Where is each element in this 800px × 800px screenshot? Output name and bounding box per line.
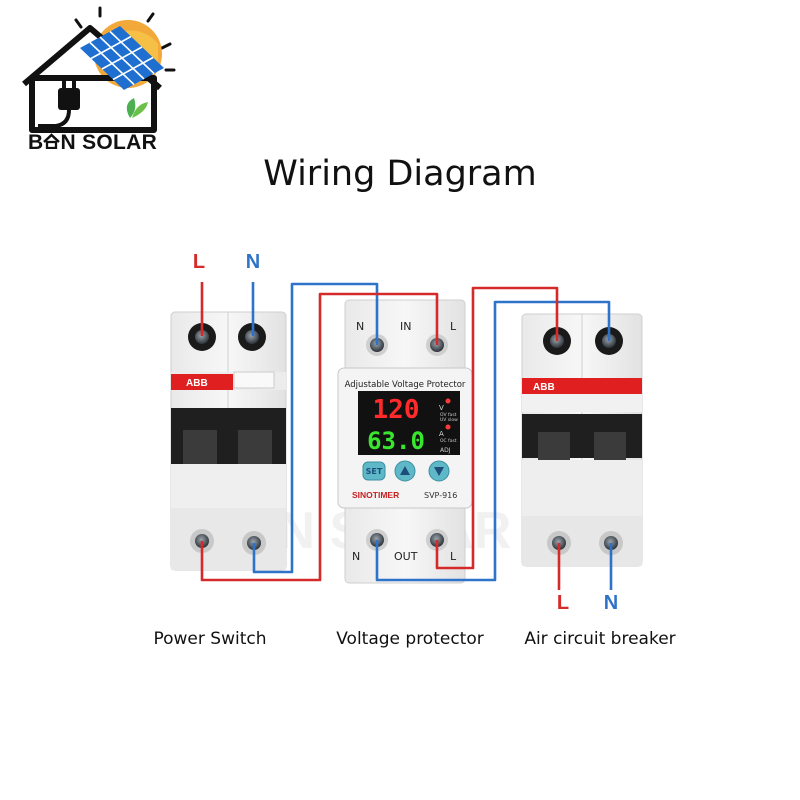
vp-up-button[interactable]: [394, 460, 416, 482]
wire-protector-neutral-to-breaker: [375, 300, 611, 582]
page-title: Wiring Diagram: [263, 154, 537, 194]
vp-bottom-label-l: L: [450, 550, 457, 563]
arrow-down-icon: [434, 467, 444, 476]
vp-brand: SINOTIMER: [352, 490, 399, 500]
bon-solar-logo: [22, 6, 176, 133]
vp-set-button[interactable]: SET: [362, 461, 386, 481]
vp-current-readout: 63.0: [367, 427, 425, 455]
svg-text:SET: SET: [366, 467, 383, 476]
caption-power-switch: Power Switch: [153, 629, 267, 649]
power-switch-label-n: N: [246, 251, 260, 273]
vp-side-oc: OC fast: [440, 438, 457, 444]
air-breaker-label-l: L: [557, 592, 569, 614]
solar-panel-icon: [80, 26, 164, 90]
vp-top-label-l: L: [450, 320, 457, 333]
wire-switch-live-to-protector: [200, 292, 439, 582]
air-circuit-breaker: ABB: [521, 313, 643, 567]
vp-top-label-in: IN: [400, 320, 411, 333]
sun-rays-icon: [74, 6, 176, 72]
power-switch-terminal-l-top: [188, 323, 216, 351]
abb-stripe: [171, 374, 233, 390]
vp-led-a: [445, 424, 451, 430]
air-breaker-label-n: N: [604, 592, 618, 614]
vp-voltage-readout: 120: [373, 395, 420, 425]
power-switch-terminal-n-top: [238, 323, 266, 351]
vp-side-uv: UV slow: [440, 417, 458, 423]
plug-icon: [38, 80, 80, 128]
vp-down-button[interactable]: [428, 460, 450, 482]
vp-led-v: [445, 398, 451, 404]
vp-header: Adjustable Voltage Protector: [345, 380, 466, 390]
arrow-up-icon: [400, 466, 410, 475]
vp-unit-a: A: [439, 430, 444, 438]
abb-logo: ABB: [186, 378, 208, 389]
abb-logo: ABB: [533, 382, 555, 393]
voltage-protector: N IN L Adjustable Voltage Protector 120 …: [337, 299, 473, 584]
power-switch: ABB: [170, 311, 287, 571]
leaf-icon: [126, 98, 148, 118]
vp-top-label-n: N: [356, 320, 364, 333]
abb-stripe: [522, 378, 642, 394]
caption-air-circuit-breaker: Air circuit breaker: [524, 629, 676, 649]
wire-protector-live-to-breaker: [435, 286, 559, 570]
vp-adj: ADJ: [440, 447, 451, 454]
vp-display: [358, 391, 460, 455]
vp-bottom-label-out: OUT: [394, 550, 418, 563]
vp-model: SVP-916: [424, 491, 457, 500]
power-switch-label-l: L: [193, 251, 205, 273]
caption-voltage-protector: Voltage protector: [336, 629, 484, 649]
vp-side-ov: OV fast: [440, 412, 457, 418]
vp-bottom-label-n: N: [352, 550, 360, 563]
vp-unit-v: V: [439, 404, 444, 412]
